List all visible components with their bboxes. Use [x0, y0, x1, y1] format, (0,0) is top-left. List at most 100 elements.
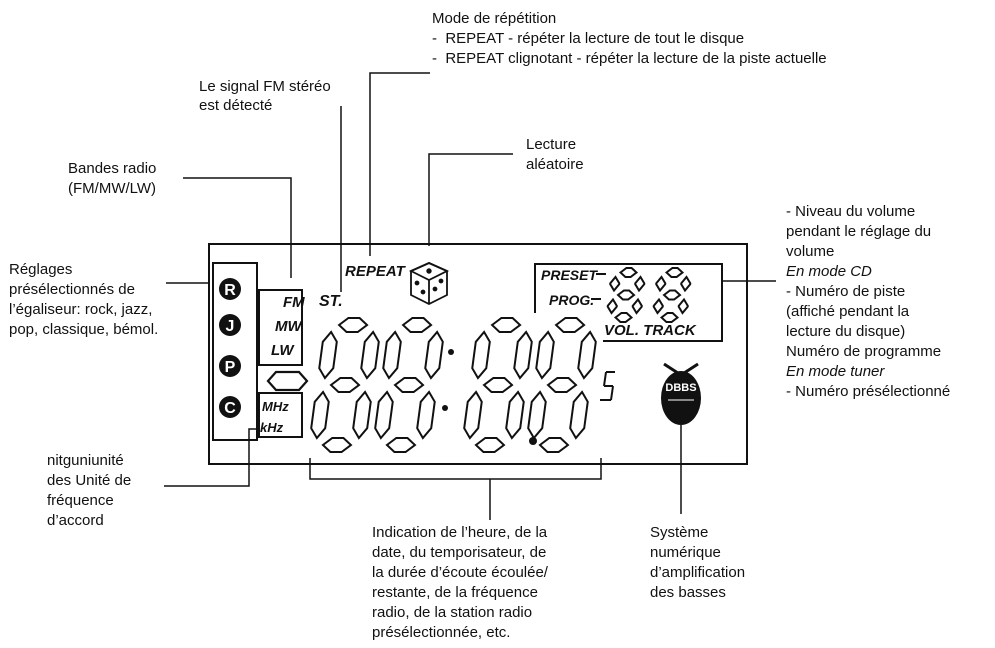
eq-r-icon: R: [219, 278, 241, 300]
dbbs-icon: DBBS: [661, 362, 701, 425]
leader-bands: [183, 177, 292, 278]
digit-1-seg-a: [337, 317, 369, 333]
digit-4-seg-b: [577, 330, 597, 380]
eq-box: [212, 262, 258, 441]
caption-dbbs-line4: des basses: [650, 584, 726, 601]
eq-j-icon: J: [219, 314, 241, 336]
unit-khz: kHz: [260, 420, 284, 435]
caption-dbbs-line1: Système: [650, 524, 709, 541]
eq-j-label: J: [226, 318, 235, 335]
caption-eq-line1: Réglages: [9, 261, 73, 278]
caption-bands-line1: Bandes radio: [68, 160, 157, 177]
unit-mhz: MHz: [262, 399, 289, 414]
digit-2-seg-c: [416, 390, 436, 440]
st-indicator: ST.: [319, 293, 343, 310]
digit-6-seg-d: [659, 312, 680, 323]
digit-1-seg-f: [318, 330, 338, 380]
prog-label: PROG.: [549, 292, 594, 308]
caption-volume-line6: (affiché pendant la: [786, 303, 910, 320]
caption-time-line6: présélectionnée, etc.: [372, 624, 511, 641]
caption-eq-line2: présélectionnés de: [9, 281, 135, 298]
dbbs-text: DBBS: [665, 382, 696, 394]
digit-4-seg-d: [538, 437, 570, 453]
caption-volume-line1: - Niveau du volume: [786, 203, 916, 220]
caption-volume-line5: - Numéro de piste: [786, 283, 906, 300]
digits-bracket: [309, 458, 602, 480]
caption-volume-line7: lecture du disque): [786, 323, 906, 340]
caption-bands-line2: (FM/MW/LW): [68, 180, 157, 197]
caption-fm-stereo-line1: Le signal FM stéréo: [199, 78, 331, 95]
digit-2-seg-e: [374, 390, 394, 440]
decimal-point: [529, 437, 537, 445]
digit-1-seg-c: [352, 390, 372, 440]
leader-repeat: [369, 72, 430, 256]
preset-label: PRESET: [541, 267, 598, 283]
caption-volume-line4-text: En mode CD: [786, 263, 872, 280]
caption-random-line1: Lecture: [526, 136, 577, 153]
main-digits: [310, 317, 597, 453]
digit-6-seg-b: [680, 275, 692, 293]
caption-fm-stereo-line2: est détecté: [199, 97, 273, 114]
caption-volume-line4: En mode CD: [786, 263, 872, 281]
track-digits: [606, 267, 692, 323]
digit-2-seg-d: [385, 437, 417, 453]
digit-4-seg-e: [527, 390, 547, 440]
caption-random-line2: aléatoire: [526, 156, 584, 173]
digit-3-seg-c: [505, 390, 525, 440]
caption-volume-line3: volume: [786, 243, 835, 260]
caption-eq-line3: l’égaliseur: rock, jazz,: [9, 301, 153, 318]
caption-dbbs-line3: d’amplification: [650, 564, 746, 581]
digit-5-seg-e: [606, 297, 618, 315]
digit-1-seg-d: [321, 437, 353, 453]
leader-lines: [164, 72, 776, 520]
digit-2-seg-b: [424, 330, 444, 380]
colon-dot-2: [442, 405, 448, 411]
unit-box: [258, 392, 303, 438]
band-fm: FM: [283, 294, 305, 311]
caption-volume-line9: En mode tuner: [786, 363, 884, 381]
digit-3-seg-f: [471, 330, 491, 380]
digit-5-seg-b: [634, 275, 646, 293]
band-lw: LW: [271, 342, 295, 359]
caption-repeat-title: Mode de répétition: [432, 10, 557, 27]
digit-5-seg-g: [616, 289, 636, 301]
digit-6-seg-e: [652, 297, 664, 315]
digit-6-seg-a: [664, 267, 685, 278]
caption-unit-line2: des Unité de: [47, 472, 132, 489]
digit-6-seg-c: [677, 297, 689, 315]
digit-3-seg-a: [490, 317, 522, 333]
band-box: [258, 289, 303, 366]
caption-repeat-line1: - REPEAT - répéter la lecture de tout le…: [432, 30, 745, 47]
caption-repeat-line2: - REPEAT clignotant - répéter la lecture…: [432, 50, 827, 67]
small-digit: [600, 371, 615, 401]
digit-2-seg-f: [382, 330, 402, 380]
eq-c-icon: C: [219, 396, 241, 418]
caption-volume-line9-text: En mode tuner: [786, 363, 885, 380]
leader-random: [428, 153, 513, 246]
caption-volume-line2: pendant le réglage du: [786, 223, 932, 240]
digit-5-seg-c: [631, 297, 643, 315]
caption-time-line2: date, du temporisateur, de: [372, 544, 547, 561]
caption-unit-line1: nitguniunité: [47, 452, 124, 469]
repeat-indicator: REPEAT: [345, 263, 407, 280]
digit-5-seg-f: [609, 275, 621, 293]
caption-time-line1: Indication de l’heure, de la: [372, 524, 548, 541]
caption-time-line3: la durée d’écoute écoulée/: [372, 564, 548, 581]
digit-5-seg-a: [618, 267, 639, 278]
digit-3-seg-b: [513, 330, 533, 380]
caption-dbbs-line2: numérique: [650, 544, 721, 561]
caption-time-line5: radio, de la station radio: [372, 604, 533, 621]
caption-eq-line4: pop, classique, bémol.: [9, 321, 159, 338]
caption-volume-line8: Numéro de programme: [786, 343, 942, 360]
preset-box: [534, 263, 723, 342]
digit-6-seg-f: [655, 275, 667, 293]
eq-r-label: R: [224, 282, 236, 299]
arrow-segment-icon: [266, 370, 309, 392]
caption-unit-line4: d’accord: [47, 512, 104, 529]
vol-track-label: VOL. TRACK: [604, 322, 697, 339]
digit-1-seg-g: [329, 377, 361, 393]
digit-3-seg-e: [463, 390, 483, 440]
dice-icon: [408, 262, 450, 306]
